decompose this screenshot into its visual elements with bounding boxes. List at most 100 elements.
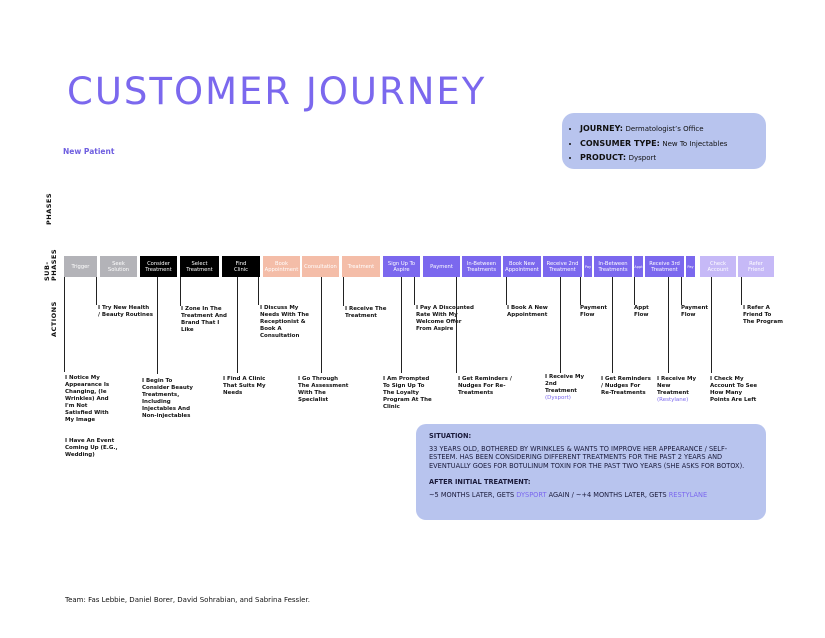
situation-heading: SITUATION: <box>429 432 472 440</box>
action-connector-line <box>414 277 415 305</box>
phase-consideration: CONSIDERATION <box>140 190 261 239</box>
subphase-label: In-Between Treatments <box>466 260 497 273</box>
subphase-label: Payment <box>430 263 453 270</box>
action-connector-line <box>258 277 259 305</box>
action-text: I Get Reminders / Nudges For Re-Treatmen… <box>458 376 512 396</box>
subphase-label: Receive 2nd Treatment <box>546 260 579 273</box>
action-text: I Receive My 2nd Treatment <box>545 374 585 394</box>
action-item: I Receive The Treatment <box>345 306 390 320</box>
action-text: Payment Flow <box>681 305 709 318</box>
subphase-cell: Receive 2nd Treatment <box>543 256 583 277</box>
action-item: I Refer A Friend To The Program <box>743 305 783 326</box>
brand-restylane: RESTYLANE <box>668 490 708 499</box>
after-pre: ~5 MONTHS LATER, GETS <box>429 490 517 499</box>
action-connector-line <box>456 277 457 373</box>
subphase-cell: Book New Appointment <box>503 256 542 277</box>
action-text: I Book A New Appointment <box>507 305 548 318</box>
action-item: I Check My Account To See How Many Point… <box>710 376 760 404</box>
action-connector-line <box>612 277 613 373</box>
page-title: CUSTOMER JOURNEY <box>67 70 487 113</box>
subphase-cell: Payment <box>423 256 461 277</box>
row-label-subphases: SUB- PHASES <box>43 248 58 281</box>
action-connector-line <box>711 277 712 373</box>
action-text: I Receive The Treatment <box>345 306 387 319</box>
action-connector-line <box>64 277 65 372</box>
situation-box: SITUATION: 33 YEARS OLD, BOTHERED BY WRI… <box>416 424 766 520</box>
action-text: I Get Reminders / Nudges For Re-Treatmen… <box>601 376 651 396</box>
subphase-label: Find Clinic <box>233 260 249 273</box>
action-item: I Get Reminders / Nudges For Re-Treatmen… <box>458 376 518 397</box>
subphase-label: Refer Friend <box>748 260 764 273</box>
subphase-cell: Trigger <box>64 256 98 277</box>
consumer-label: CONSUMER TYPE: <box>580 138 660 148</box>
journey-value: Dermatologist’s Office <box>625 125 704 133</box>
action-item: I Pay A Discounted Rate With My Welcome … <box>416 305 474 333</box>
action-brand: (Dysport) <box>545 395 571 401</box>
subphase-cell: Check Account <box>700 256 737 277</box>
action-connector-line <box>237 277 238 373</box>
subphase-cell: Pay <box>584 256 593 277</box>
subphase-label: Sign Up To Aspire <box>387 260 416 273</box>
info-journey: JOURNEY: Dermatologist’s Office <box>580 122 766 137</box>
subphase-cell: Sign Up To Aspire <box>383 256 421 277</box>
action-text: I Pay A Discounted Rate With My Welcome … <box>416 305 474 332</box>
phase-consideration-label: CONSIDERATION <box>152 209 249 220</box>
phase-treatment-label: TREATMENT <box>287 209 357 220</box>
action-connector-line <box>580 277 581 305</box>
subphase-label: Appt <box>634 264 643 269</box>
phase-loyalty-label: LOYALTY <box>516 209 565 220</box>
subphase-label: Seek Solution <box>107 260 130 273</box>
brand-dysport: DYSPORT <box>516 490 547 499</box>
situation-body: 33 YEARS OLD, BOTHERED BY WRINKLES & WAN… <box>429 444 745 470</box>
action-text: I Notice My Appearance Is Changing, (Ie … <box>65 375 110 423</box>
info-consumer: CONSUMER TYPE: New To Injectables <box>580 137 766 152</box>
after-mid: AGAIN / ~+4 MONTHS LATER, GETS <box>546 490 669 499</box>
subphase-label: Treatment <box>347 263 375 270</box>
action-item: Payment Flow <box>580 305 612 319</box>
action-item: I Receive My 2nd Treatment (Dysport) <box>545 374 585 402</box>
product-label: PRODUCT: <box>580 153 627 162</box>
subphase-cell: Select Treatment <box>180 256 220 277</box>
subphase-cell: Book Appointment <box>263 256 301 277</box>
subphase-cell: In-Between Treatments <box>462 256 502 277</box>
subtitle: New Patient <box>63 147 115 156</box>
action-text: I Find A Clinic That Suits My Needs <box>223 376 266 396</box>
subphase-cell: Refer Friend <box>738 256 775 277</box>
action-connector-line <box>634 277 635 305</box>
journey-info-box: JOURNEY: Dermatologist’s Office CONSUMER… <box>562 113 766 169</box>
action-text: I Zone In The Treatment And Brand That I… <box>181 306 227 333</box>
action-item: I Discuss My Needs With The Receptionist… <box>260 305 312 340</box>
action-text: Payment Flow <box>580 305 608 318</box>
subphase-label: Check Account <box>707 260 729 273</box>
subphase-cell: Consultation <box>302 256 340 277</box>
subphase-cell: Consider Treatment <box>140 256 178 277</box>
action-item: I Notice My Appearance Is Changing, (Ie … <box>65 375 115 424</box>
subphase-cell: Seek Solution <box>100 256 138 277</box>
subphase-cell: Appt <box>634 256 644 277</box>
subphase-cell: Pay <box>686 256 696 277</box>
journey-label: JOURNEY: <box>580 124 623 133</box>
subphase-label: Pay <box>584 264 592 269</box>
subphase-cell: In-Between Treatments <box>594 256 633 277</box>
subphase-label: Book Appointment <box>264 260 299 273</box>
phase-advocacy: ADVOCACY <box>700 190 775 239</box>
phase-loyalty: LOYALTY <box>383 190 698 239</box>
subphase-label: Consultation <box>304 263 337 270</box>
info-product: PRODUCT: Dysport <box>580 151 766 166</box>
subphase-label: Trigger <box>71 263 90 270</box>
action-item: I Get Reminders / Nudges For Re-Treatmen… <box>601 376 651 397</box>
subphase-cell: Treatment <box>342 256 381 277</box>
subphase-label: Select Treatment <box>186 260 213 273</box>
action-item: I Receive My New Treatment (Restylane) <box>657 376 697 404</box>
action-item: I Go Through The Assessment With The Spe… <box>298 376 350 404</box>
action-connector-line <box>681 277 682 305</box>
after-treatment-heading: AFTER INITIAL TREATMENT: <box>429 478 531 486</box>
subphase-cell: Receive 3rd Treatment <box>645 256 685 277</box>
action-connector-line <box>668 277 669 373</box>
action-text: I Discuss My Needs With The Receptionist… <box>260 305 309 339</box>
action-connector-line <box>157 277 158 374</box>
action-connector-line <box>506 277 507 305</box>
subphase-label: Pay <box>687 264 694 269</box>
action-text: I Refer A Friend To The Program <box>743 305 783 325</box>
product-value: Dysport <box>628 154 657 162</box>
